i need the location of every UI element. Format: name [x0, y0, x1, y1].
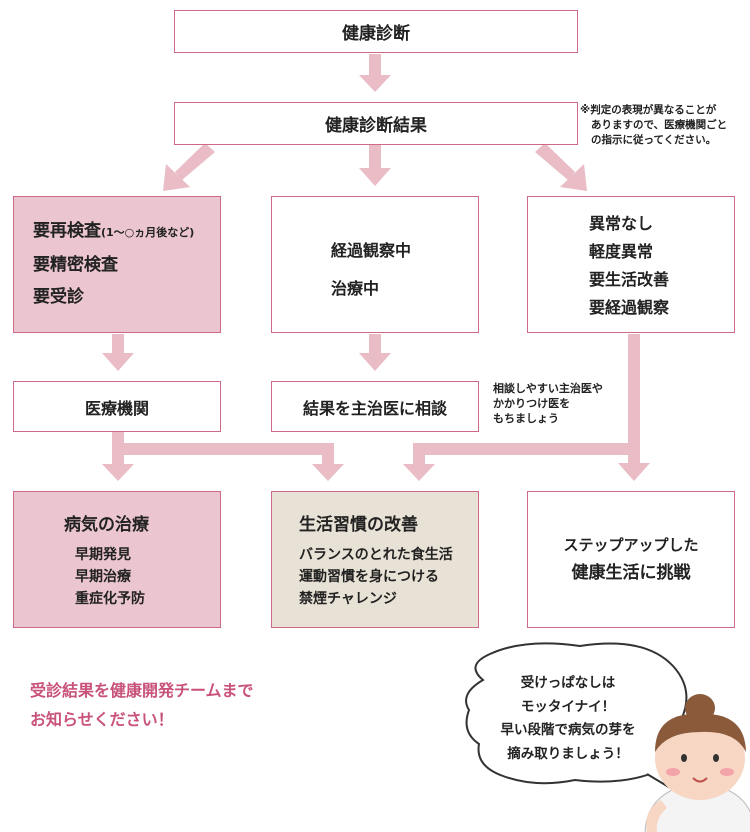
- disease-treatment-box: 病気の治療 早期発見 早期治療 重症化予防: [13, 491, 221, 628]
- speech-line: 受けっぱなしは: [520, 675, 616, 691]
- lifestyle-improvement-box: 生活習慣の改善 バランスのとれた食生活 運動習慣を身につける 禁煙チャレンジ: [271, 491, 479, 628]
- arrow-head: [312, 464, 344, 481]
- report-results-message: 受診結果を健康開発チームまで お知らせください！: [30, 676, 254, 734]
- arrow-head: [560, 164, 587, 191]
- arrow-shaft: [413, 443, 640, 455]
- arrow-shaft: [112, 443, 124, 465]
- doctor-advice-note: 相談しやすい主治医や かかりつけ医を もちましょう: [493, 381, 603, 426]
- arrow-shaft: [112, 334, 124, 354]
- lifestyle-item: 禁煙チャレンジ: [299, 591, 397, 607]
- arrow-shaft: [369, 54, 381, 76]
- arrow-head: [359, 353, 391, 371]
- arrow-shaft: [369, 145, 381, 169]
- speech-line: 早い段階で病気の芽を: [500, 722, 636, 738]
- doctor-advice-line: 相談しやすい主治医や: [493, 382, 603, 395]
- speech-line: モッタイナイ！: [520, 698, 616, 715]
- arrow-shaft: [369, 334, 381, 354]
- disease-treatment-title: 病気の治療: [64, 515, 149, 535]
- health-checkup-box: 健康診断: [174, 10, 578, 53]
- arrow-head: [359, 168, 391, 186]
- medical-institution-box: 医療機関: [13, 381, 221, 432]
- arrow-head: [359, 75, 391, 92]
- health-checkup-label: 健康診断: [342, 24, 410, 44]
- checkup-result-box: 健康診断結果: [174, 102, 578, 145]
- judgement-note-line: の指示に従ってください。: [591, 134, 717, 146]
- arrow-shaft: [112, 443, 334, 455]
- report-results-line: お知らせください！: [30, 710, 174, 729]
- stepup-title: 健康生活に挑戦: [571, 562, 691, 583]
- arrow-head: [163, 164, 190, 191]
- arrow-shaft: [322, 443, 334, 465]
- consult-doctor-box: 結果を主治医に相談: [271, 381, 479, 432]
- arrow-head: [102, 464, 134, 481]
- doctor-advice-line: かかりつけ医を: [493, 397, 571, 410]
- nurse-character: [644, 694, 750, 832]
- observation-status-box: 経過観察中 治療中: [271, 196, 479, 333]
- lifestyle-item: バランスのとれた食生活: [299, 547, 453, 563]
- stepup-health-box: ステップアップした 健康生活に挑戦: [527, 491, 735, 628]
- arrow-head: [618, 463, 650, 481]
- arrow-shaft: [535, 143, 575, 180]
- treatment-item: 早期発見: [75, 547, 131, 563]
- consult-doctor-label: 結果を主治医に相談: [302, 398, 447, 418]
- speech-line: 摘み取りましょう！: [507, 745, 629, 762]
- arrow-shaft: [175, 143, 215, 180]
- status-consult-doctor: 要受診: [33, 287, 84, 307]
- judgement-note-line: ありますので、医療機関ごと: [591, 119, 728, 131]
- status-under-treatment: 治療中: [331, 279, 380, 298]
- report-results-line: 受診結果を健康開発チームまで: [30, 681, 254, 700]
- arrow-head: [403, 464, 435, 481]
- doctor-advice-line: もちましょう: [493, 412, 559, 425]
- status-recheck-note: (1〜○ヵ月後など): [101, 226, 195, 239]
- arrow-head: [102, 353, 134, 371]
- arrow-shaft: [413, 443, 425, 465]
- stepup-line: ステップアップした: [563, 535, 699, 554]
- treatment-item: 早期治療: [75, 569, 131, 585]
- status-lifestyle-improvement: 要生活改善: [589, 270, 670, 289]
- medical-institution-label: 医療機関: [84, 398, 149, 418]
- status-mild-abnormality: 軽度異常: [589, 242, 654, 261]
- lifestyle-improvement-title: 生活習慣の改善: [299, 515, 418, 535]
- lifestyle-item: 運動習慣を身につける: [299, 569, 439, 585]
- nurse-illustration: [465, 642, 750, 832]
- treatment-item: 重症化予防: [75, 591, 145, 607]
- status-under-observation: 経過観察中: [331, 241, 412, 260]
- arrow-shaft: [628, 334, 640, 464]
- speech-bubble-text: 受けっぱなしは モッタイナイ！ 早い段階で病気の芽を 摘み取りましょう！: [482, 672, 654, 766]
- checkup-result-label: 健康診断結果: [325, 116, 427, 136]
- normal-status-box: 異常なし 軽度異常 要生活改善 要経過観察: [527, 196, 735, 333]
- status-recheck: 要再検査(1〜○ヵ月後など): [33, 215, 220, 249]
- status-no-abnormality: 異常なし: [589, 214, 654, 233]
- status-follow-up: 要経過観察: [589, 298, 670, 317]
- judgement-note: ※判定の表現が異なることが ありますので、医療機関ごと の指示に従ってください。: [580, 103, 727, 148]
- judgement-note-line: ※判定の表現が異なることが: [580, 104, 717, 116]
- status-detailed-exam: 要精密検査: [33, 255, 118, 275]
- status-recheck-label: 要再検査: [33, 221, 101, 241]
- recheck-status-box: 要再検査(1〜○ヵ月後など) 要精密検査 要受診: [13, 196, 221, 333]
